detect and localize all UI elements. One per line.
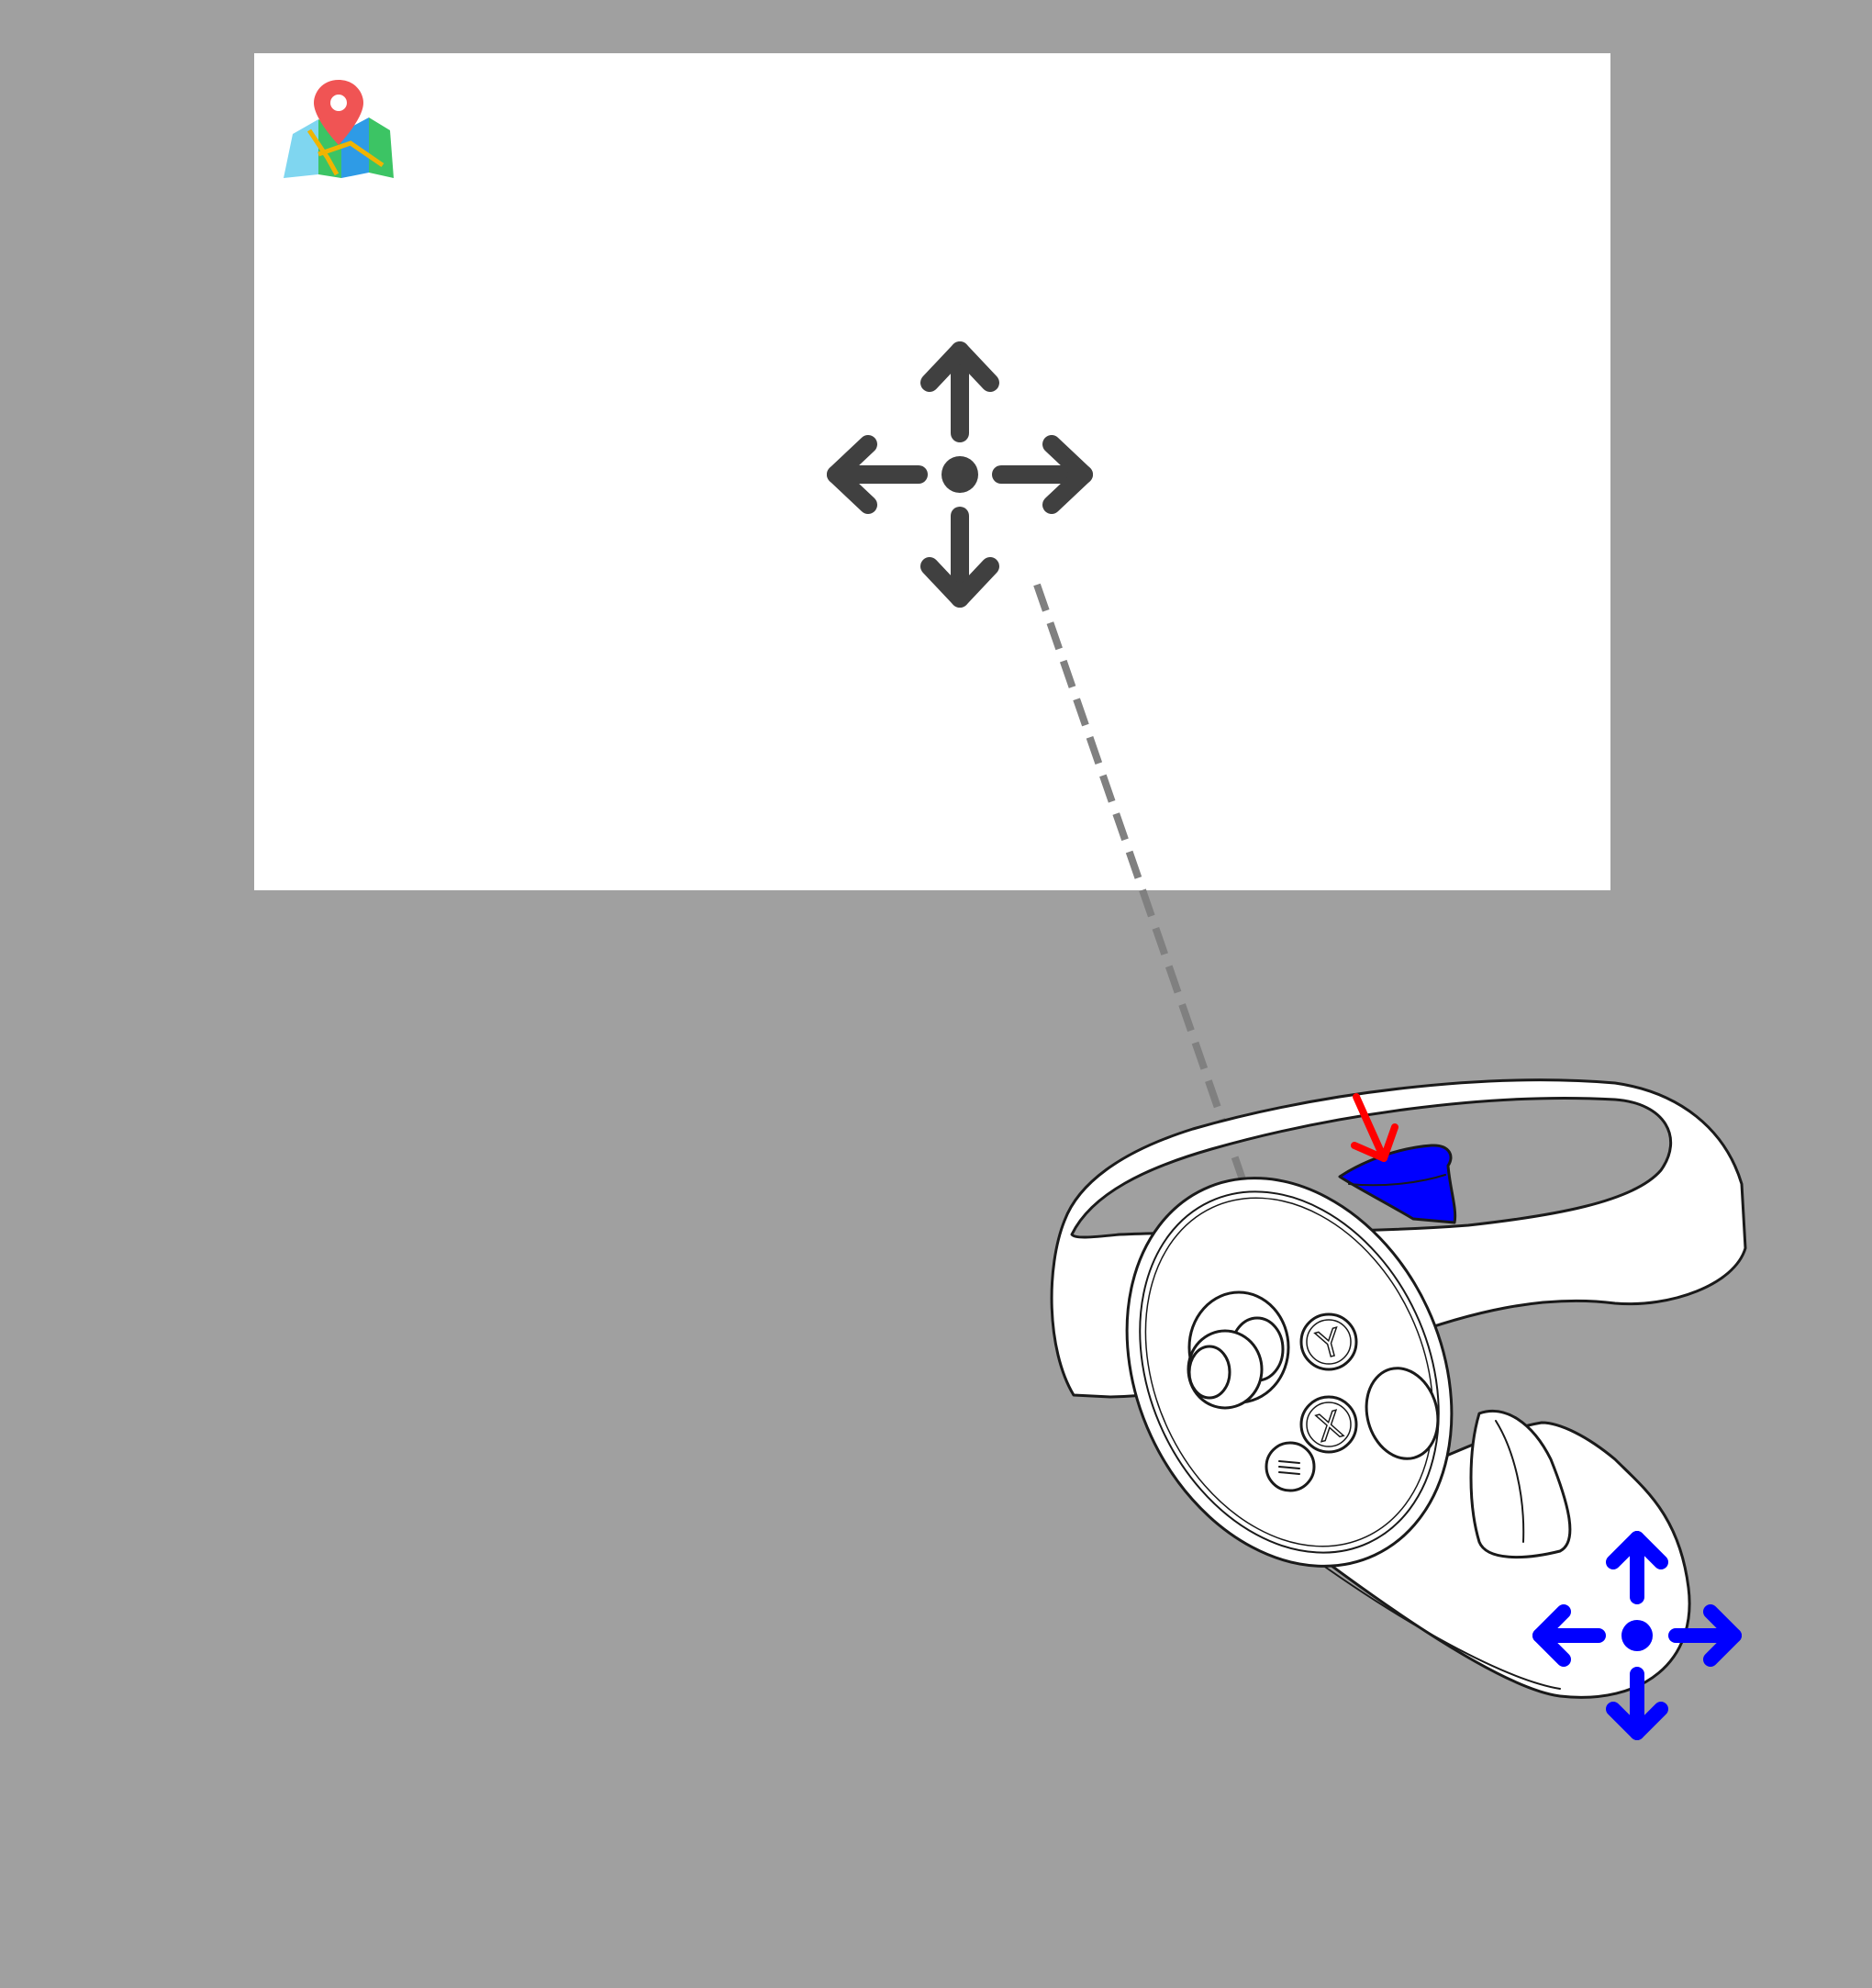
left-vr-controller (1050, 1078, 1747, 1699)
move-cursor-icon (827, 341, 1093, 608)
y-button[interactable] (1299, 1312, 1358, 1371)
move-gesture-icon (1532, 1531, 1742, 1740)
pointer-ray (1033, 583, 1246, 1181)
map-window[interactable] (254, 53, 1610, 890)
face-sensor (1365, 1367, 1440, 1460)
menu-button[interactable] (1265, 1441, 1316, 1492)
map-pin-icon (284, 80, 394, 178)
x-button[interactable] (1299, 1395, 1358, 1454)
y-button-label: Y (1312, 1321, 1346, 1368)
down-arrow-icon (1351, 1093, 1398, 1162)
thumbstick[interactable] (1187, 1290, 1290, 1410)
menu-lines-icon (1278, 1460, 1300, 1475)
